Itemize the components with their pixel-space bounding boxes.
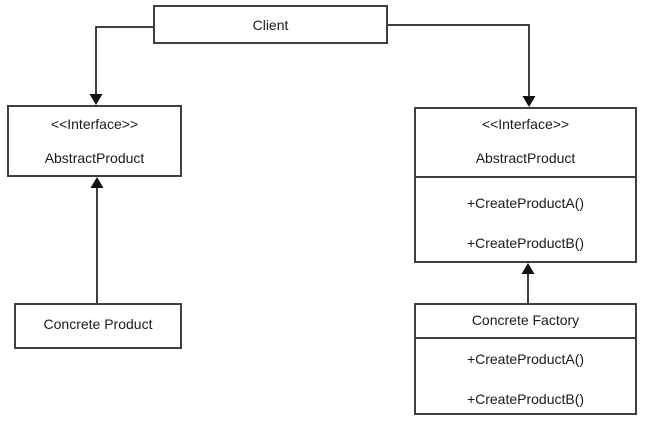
edge-client-to-abstract-product bbox=[89, 26, 153, 105]
node-abstract-product: <<Interface>> AbstractProduct bbox=[7, 105, 182, 177]
arrowhead-down-icon bbox=[522, 96, 536, 107]
node-concrete-factory-label: Concrete Factory bbox=[471, 312, 580, 328]
node-client: Client bbox=[153, 5, 388, 44]
method-create-product-b: +CreateProductB() bbox=[466, 235, 585, 251]
method-create-product-a: +CreateProductA() bbox=[466, 195, 585, 211]
arrowhead-up-icon bbox=[521, 263, 535, 274]
method-create-product-a: +CreateProductA() bbox=[466, 351, 585, 367]
node-client-label: Client bbox=[252, 17, 289, 33]
node-abstract-product-stereotype: <<Interface>> bbox=[50, 116, 139, 132]
node-concrete-factory-methods: +CreateProductA() +CreateProductB() bbox=[416, 337, 635, 413]
node-concrete-factory: Concrete Factory +CreateProductA() +Crea… bbox=[414, 303, 637, 415]
node-concrete-product-label: Concrete Product bbox=[43, 316, 153, 332]
method-create-product-b: +CreateProductB() bbox=[466, 391, 585, 407]
node-abstract-factory-header: <<Interface>> AbstractProduct bbox=[416, 109, 635, 176]
arrowhead-up-icon bbox=[90, 177, 104, 188]
node-abstract-product-name: AbstractProduct bbox=[44, 150, 145, 166]
node-concrete-factory-header: Concrete Factory bbox=[416, 305, 635, 337]
node-abstract-factory-methods: +CreateProductA() +CreateProductB() bbox=[416, 176, 635, 261]
arrowhead-down-icon bbox=[89, 94, 103, 105]
edge-client-to-abstract-factory bbox=[388, 24, 536, 107]
node-abstract-factory: <<Interface>> AbstractProduct +CreatePro… bbox=[414, 107, 637, 263]
node-abstract-factory-name: AbstractProduct bbox=[475, 150, 576, 166]
edge-concrete-product-to-abstract-product bbox=[90, 177, 104, 303]
node-concrete-product: Concrete Product bbox=[14, 303, 182, 349]
edge-concrete-factory-to-abstract-factory bbox=[521, 263, 535, 303]
node-abstract-factory-stereotype: <<Interface>> bbox=[481, 116, 570, 132]
